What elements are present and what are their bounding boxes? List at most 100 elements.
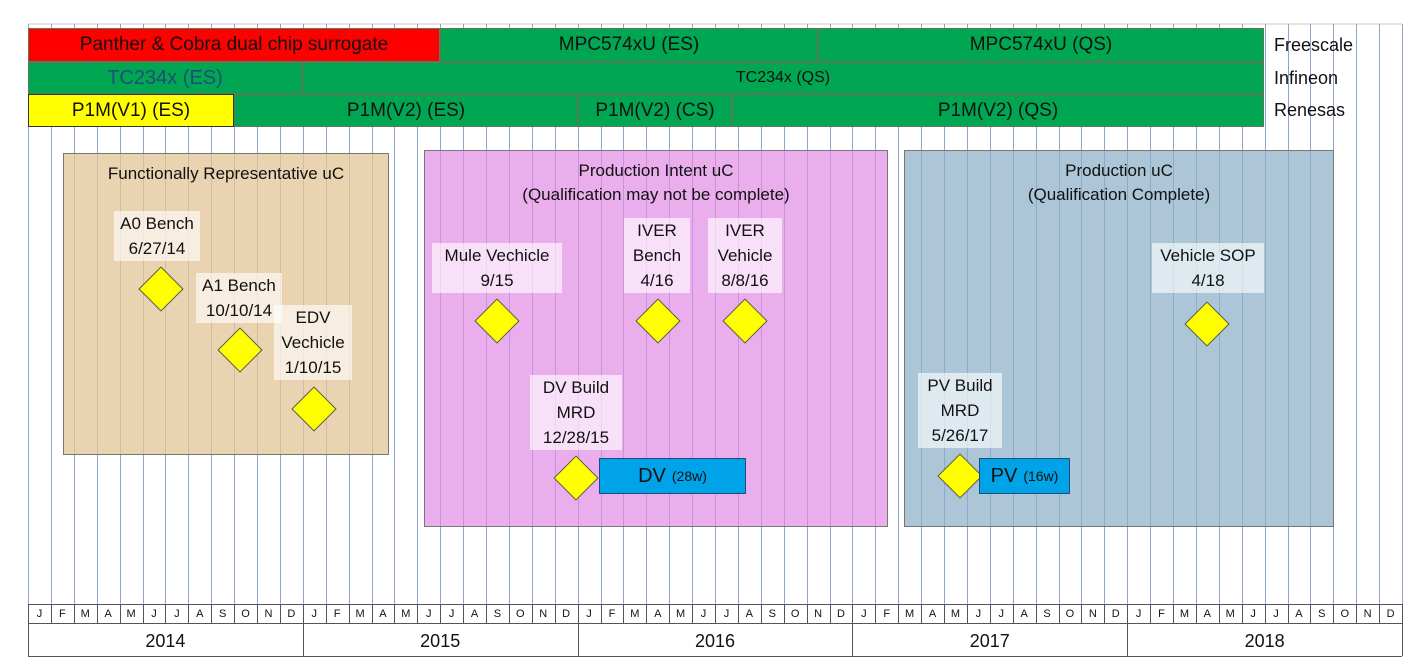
month-tick-label: N: [264, 608, 273, 620]
production-subtitle: (Qualification Complete): [1027, 185, 1211, 204]
freescale-surrogate-bar: Panther & Cobra dual chip surrogate: [28, 28, 440, 62]
milestone-pv-build-date: 5/26/17: [931, 426, 989, 445]
month-tick-label: J: [425, 608, 432, 620]
month-tick-label: A: [1020, 608, 1028, 620]
month-tick-label: N: [1363, 608, 1372, 620]
month-tick-label: A: [104, 608, 112, 620]
year-tick-label: 2016: [694, 631, 736, 651]
month-tick-label: O: [516, 608, 525, 620]
milestone-iver-bench-name: IVER: [637, 221, 677, 240]
month-tick-label: M: [1179, 608, 1190, 620]
milestone-iver-vehicle-date: 8/8/16: [721, 271, 769, 290]
month-tick-label: O: [790, 608, 800, 620]
milestone-edv-date: 1/10/15: [284, 358, 342, 377]
month-tick-label: M: [630, 608, 640, 620]
milestone-dv-build-type: MRD: [556, 403, 596, 422]
milestone-edv-label: EDV Vechicle 1/10/15: [274, 305, 352, 380]
month-tick-label: M: [950, 608, 961, 620]
milestone-mule-name: Mule Vechicle: [444, 246, 550, 265]
milestone-pv-build-label: PV Build MRD 5/26/17: [918, 373, 1002, 448]
year-tick-label: 2018: [1244, 631, 1285, 651]
milestone-a1-date: 10/10/14: [205, 301, 273, 320]
month-tick-label: A: [654, 608, 662, 620]
milestone-a0-label: A0 Bench 6/27/14: [114, 211, 200, 261]
milestone-edv-type: Vechicle: [281, 333, 345, 352]
renesas-v2-qs-bar: P1M(V2) (QS): [732, 94, 1264, 127]
milestone-mule-date: 9/15: [480, 271, 514, 290]
milestone-a0-name: A0 Bench: [120, 214, 194, 233]
milestone-a0-date: 6/27/14: [128, 239, 186, 258]
milestone-iver-bench-type: Bench: [632, 246, 682, 265]
milestone-dv-build-name: DV Build: [542, 378, 610, 397]
month-tick-label: M: [126, 608, 136, 620]
month-tick-label: D: [287, 608, 296, 620]
month-tick-label: J: [586, 608, 592, 620]
vendor-freescale: Freescale: [1274, 35, 1354, 55]
milestone-vehicle-sop-name: Vehicle SOP: [1160, 246, 1256, 265]
month-tick-label: J: [1273, 608, 1279, 620]
pv-build-phase-duration: (16w): [1023, 468, 1059, 484]
milestone-dv-build-label: DV Build MRD 12/28/15: [530, 375, 622, 450]
vendor-infineon: Infineon: [1274, 68, 1339, 88]
functional-phase-title: Functionally Representative uC: [107, 164, 345, 183]
month-tick-label: D: [1386, 608, 1395, 620]
month-tick-label: J: [1250, 608, 1256, 620]
month-tick-label: J: [174, 608, 180, 620]
infineon-qs-bar: TC234x (QS): [302, 62, 1264, 94]
milestone-pv-build-name: PV Build: [927, 376, 993, 395]
milestone-vehicle-sop-label: Vehicle SOP 4/18: [1152, 243, 1264, 293]
dv-build-phase-bar: DV(28w): [599, 458, 746, 494]
milestone-iver-vehicle-type: Vehicle: [717, 246, 773, 265]
month-tick-label: S: [218, 608, 227, 620]
month-tick-label: A: [379, 608, 387, 620]
month-tick-label: F: [608, 608, 616, 620]
renesas-v2-es-bar: P1M(V2) (ES): [234, 94, 578, 127]
year-tick-label: 2015: [420, 631, 461, 651]
month-tick-label: M: [355, 608, 365, 620]
month-tick-label: J: [36, 608, 43, 620]
infineon-es-bar: TC234x (ES): [28, 62, 302, 94]
milestone-edv-name: EDV: [295, 308, 331, 327]
month-tick-label: F: [1158, 608, 1165, 620]
month-tick-label: A: [745, 608, 753, 620]
month-tick-label: F: [58, 608, 66, 620]
month-tick-label: O: [1340, 608, 1350, 620]
production-intent-subtitle: (Qualification may not be complete): [522, 185, 790, 204]
month-tick-label: J: [1135, 608, 1142, 620]
month-tick-label: N: [1088, 608, 1097, 620]
month-tick-label: J: [448, 608, 455, 620]
month-tick-label: O: [1065, 608, 1075, 620]
renesas-v2-cs-bar: P1M(V2) (CS): [578, 94, 732, 127]
month-tick-label: F: [883, 608, 891, 620]
month-tick-label: S: [768, 608, 776, 620]
milestone-iver-vehicle-name: IVER: [725, 221, 765, 240]
dv-build-phase-label: DV: [638, 464, 666, 487]
month-tick-label: A: [470, 608, 479, 620]
production-title: Production uC: [1065, 161, 1173, 180]
month-tick-label: J: [975, 608, 982, 620]
month-tick-label: D: [836, 608, 845, 620]
month-tick-label: J: [311, 608, 317, 620]
month-tick-label: S: [493, 608, 502, 620]
milestone-vehicle-sop-date: 4/18: [1191, 271, 1225, 290]
month-tick-label: A: [1203, 608, 1211, 620]
month-tick-label: S: [1043, 608, 1051, 620]
milestone-mule-label: Mule Vechicle 9/15: [432, 243, 562, 293]
vendor-renesas: Renesas: [1274, 100, 1346, 120]
month-tick-label: M: [905, 608, 915, 620]
month-tick-label: S: [1318, 608, 1326, 620]
milestone-iver-vehicle-label: IVER Vehicle 8/8/16: [708, 218, 782, 293]
month-tick-label: J: [151, 608, 157, 620]
month-tick-label: A: [1295, 608, 1303, 620]
pv-build-phase-label: PV: [990, 464, 1018, 487]
month-tick-label: M: [676, 608, 686, 620]
month-tick-label: J: [700, 608, 707, 620]
milestone-a1-label: A1 Bench 10/10/14: [196, 273, 282, 323]
month-tick-label: F: [333, 608, 341, 620]
milestone-a1-name: A1 Bench: [202, 276, 276, 295]
month-tick-label: J: [998, 608, 1004, 620]
pv-build-phase-bar: PV (16w): [979, 458, 1070, 494]
month-tick-label: M: [401, 608, 411, 620]
production-intent-title: Production Intent uC: [578, 161, 734, 180]
month-tick-label: N: [814, 608, 823, 620]
